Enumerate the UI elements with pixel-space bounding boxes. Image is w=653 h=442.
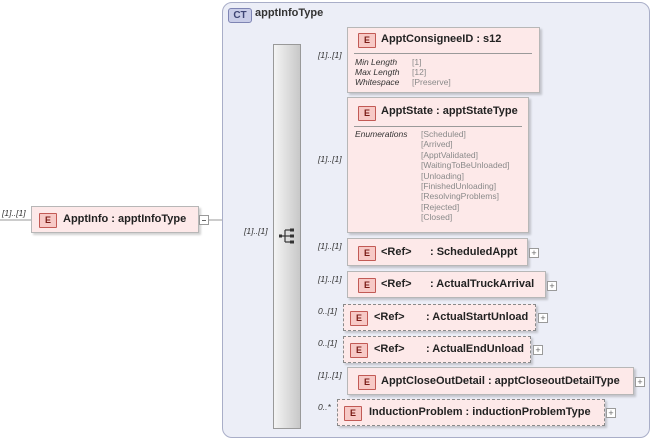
expand-icon[interactable]: + xyxy=(635,377,645,387)
element-label: : ActualStartUnload xyxy=(426,311,529,323)
expand-icon[interactable]: + xyxy=(538,313,548,323)
enumeration-value: [Closed] xyxy=(421,212,453,223)
facet-name: Max Length xyxy=(355,67,400,77)
element-badge: E xyxy=(358,375,376,390)
child-cardinality: 0..* xyxy=(318,402,331,412)
sequence-cardinality: [1]..[1] xyxy=(244,226,268,236)
enumerations-label: Enumerations xyxy=(355,129,408,139)
enumeration-value: [Arrived] xyxy=(421,139,453,150)
facet-value: [12] xyxy=(412,67,427,77)
enumeration-value: [ApptValidated] xyxy=(421,149,479,160)
child-cardinality: [1]..[1] xyxy=(318,154,342,164)
element-badge: E xyxy=(358,106,376,121)
enumeration-value: [Scheduled] xyxy=(421,129,466,139)
child-cardinality: [1]..[1] xyxy=(318,241,342,251)
expand-icon[interactable]: + xyxy=(529,248,539,258)
element-apptstate[interactable]: E ApptState : apptStateType Enumerations… xyxy=(347,97,529,233)
ref-tag: <Ref> xyxy=(374,343,405,355)
element-apptcloseoutdetail[interactable]: E ApptCloseOutDetail : apptCloseoutDetai… xyxy=(347,367,634,395)
facet-name: Min Length xyxy=(355,57,398,67)
expand-icon[interactable]: + xyxy=(606,408,616,418)
element-inductionproblem[interactable]: E InductionProblem : inductionProblemTyp… xyxy=(337,399,605,426)
element-label: : ScheduledAppt xyxy=(430,246,518,258)
facet-value: [Preserve] xyxy=(412,77,451,87)
ref-tag: <Ref> xyxy=(381,246,412,258)
facet-name: Whitespace xyxy=(355,77,400,87)
element-label: ApptConsigneeID : s12 xyxy=(381,33,502,45)
element-badge: E xyxy=(358,278,376,293)
element-label: ApptCloseOutDetail : apptCloseoutDetailT… xyxy=(381,375,620,387)
element-badge: E xyxy=(344,406,362,421)
collapse-icon[interactable] xyxy=(199,215,209,225)
root-element-apptinfo[interactable]: E ApptInfo : apptInfoType xyxy=(31,206,199,233)
child-cardinality: [1]..[1] xyxy=(318,274,342,284)
element-label: InductionProblem : inductionProblemType xyxy=(369,406,591,418)
element-apptconsigneeid[interactable]: E ApptConsigneeID : s12 Min Length [1] M… xyxy=(347,27,540,93)
root-cardinality: [1]..[1] xyxy=(2,208,26,218)
element-badge: E xyxy=(358,33,376,48)
child-cardinality: [1]..[1] xyxy=(318,50,342,60)
element-label: : ActualEndUnload xyxy=(426,343,524,355)
enumeration-value: [FinishedUnloading] xyxy=(421,181,497,192)
divider xyxy=(354,53,532,54)
element-ref-actualstartunload[interactable]: E <Ref> : ActualStartUnload xyxy=(343,304,536,331)
element-ref-actualtruckarrival[interactable]: E <Ref> : ActualTruckArrival xyxy=(347,271,546,298)
complex-type-badge: CT xyxy=(228,8,252,23)
element-badge: E xyxy=(39,213,57,228)
element-ref-actualendunload[interactable]: E <Ref> : ActualEndUnload xyxy=(343,336,531,363)
child-cardinality: [1]..[1] xyxy=(318,370,342,380)
complex-type-title: apptInfoType xyxy=(255,7,324,19)
expand-icon[interactable]: + xyxy=(533,345,543,355)
expand-icon[interactable]: + xyxy=(547,281,557,291)
element-label: ApptState : apptStateType xyxy=(381,105,518,117)
element-label: : ActualTruckArrival xyxy=(430,278,535,290)
enumeration-value: [Unloading] xyxy=(421,170,465,181)
enumeration-value: [WaitingToBeUnloaded] xyxy=(421,160,510,171)
element-ref-scheduledappt[interactable]: E <Ref> : ScheduledAppt xyxy=(347,238,528,266)
enumeration-value: [ResolvingProblems] xyxy=(421,191,499,202)
divider xyxy=(354,126,522,127)
element-badge: E xyxy=(358,246,376,261)
ref-tag: <Ref> xyxy=(374,311,405,323)
facet-value: [1] xyxy=(412,57,422,67)
element-badge: E xyxy=(350,311,368,326)
element-badge: E xyxy=(350,343,368,358)
enumeration-value: [Rejected] xyxy=(421,201,460,212)
child-cardinality: 0..[1] xyxy=(318,306,337,316)
sequence-icon xyxy=(279,228,294,244)
child-cardinality: 0..[1] xyxy=(318,338,337,348)
ref-tag: <Ref> xyxy=(381,278,412,290)
root-element-label: ApptInfo : apptInfoType xyxy=(63,213,187,225)
enumeration-list: [Scheduled] [Arrived] [ApptValidated] [W… xyxy=(421,129,510,223)
